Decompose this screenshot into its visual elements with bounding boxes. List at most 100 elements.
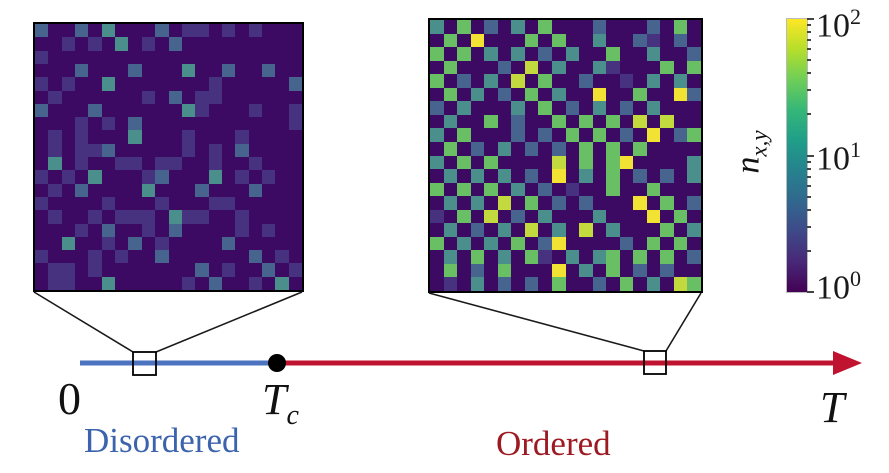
- heatmap-cell: [484, 20, 498, 34]
- heatmap-cell: [128, 50, 142, 64]
- heatmap-cell: [48, 63, 62, 78]
- heatmap-cell: [261, 223, 276, 237]
- heatmap-cell: [606, 250, 620, 264]
- heatmap-cell: [646, 169, 661, 183]
- heatmap-cell: [497, 209, 512, 224]
- heatmap-cell: [195, 250, 209, 264]
- heatmap-cell: [115, 223, 129, 237]
- heatmap-cell: [457, 128, 471, 142]
- heatmap-cell: [660, 263, 674, 278]
- heatmap-cell: [633, 263, 647, 278]
- heatmap-cell: [551, 169, 566, 183]
- heatmap-cell: [195, 236, 209, 251]
- heatmap-cell: [128, 236, 142, 251]
- heatmap-cell: [155, 210, 169, 224]
- heatmap-cell: [457, 196, 471, 210]
- heatmap-cell: [88, 210, 102, 224]
- heatmap-cell: [168, 170, 182, 184]
- heatmap-cell: [75, 50, 89, 64]
- heatmap-cell: [195, 117, 209, 131]
- heatmap-cell: [633, 196, 647, 210]
- heatmap-cell: [619, 47, 634, 61]
- heatmap-cell: [115, 77, 129, 91]
- heatmap-cell: [687, 182, 701, 197]
- heatmap-cell: [261, 130, 276, 144]
- heatmap-cell: [606, 236, 620, 251]
- heatmap-cell: [141, 77, 156, 91]
- heatmap-cell: [61, 250, 76, 264]
- heatmap-cell: [646, 60, 661, 75]
- heatmap-cell: [248, 24, 262, 38]
- heatmap-cell: [551, 196, 566, 210]
- heatmap-cell: [248, 276, 262, 290]
- heatmap-cell: [660, 196, 674, 210]
- heatmap-cell: [660, 87, 674, 102]
- heatmap-cell: [235, 223, 249, 237]
- heatmap-cell: [606, 182, 620, 197]
- heatmap-cell: [208, 90, 222, 104]
- heatmap-cell: [646, 250, 661, 264]
- heatmap-cell: [275, 50, 289, 64]
- heatmap-cell: [261, 50, 276, 64]
- heatmap-cell: [606, 101, 620, 115]
- heatmap-cell: [430, 33, 444, 48]
- heatmap-cell: [221, 263, 236, 277]
- heatmap-cell: [61, 157, 76, 171]
- heatmap-cell: [248, 263, 262, 277]
- heatmap-cell: [221, 63, 236, 78]
- heatmap-cell: [565, 60, 580, 75]
- heatmap-cell: [579, 250, 593, 264]
- heatmap-cell: [48, 236, 62, 251]
- heatmap-cell: [88, 63, 102, 78]
- heatmap-cell: [115, 117, 129, 131]
- heatmap-cell: [88, 130, 102, 144]
- heatmap-cell: [633, 223, 647, 237]
- heatmap-cell: [288, 250, 302, 264]
- heatmap-cell: [524, 141, 539, 156]
- heatmap-cell: [619, 223, 634, 237]
- heatmap-cell: [538, 128, 552, 142]
- heatmap-cell: [35, 223, 49, 237]
- heatmap-cell: [235, 90, 249, 104]
- heatmap-cell: [484, 263, 498, 278]
- heatmap-cell: [687, 141, 701, 156]
- heatmap-cell: [75, 210, 89, 224]
- heatmap-cell: [497, 20, 512, 34]
- heatmap-cell: [579, 60, 593, 75]
- heatmap-cell: [430, 60, 444, 75]
- heatmap-cell: [592, 101, 607, 115]
- heatmap-cell: [48, 250, 62, 264]
- heatmap-cell: [35, 103, 49, 118]
- heatmap-cell: [261, 143, 276, 157]
- heatmap-cell: [181, 50, 196, 64]
- heatmap-cell: [155, 143, 169, 157]
- heatmap-cell: [592, 155, 607, 170]
- heatmap-cell: [497, 277, 512, 291]
- heatmap-cell: [248, 210, 262, 224]
- heatmap-cell: [497, 141, 512, 156]
- heatmap-cell: [61, 276, 76, 290]
- heatmap-cell: [235, 250, 249, 264]
- heatmap-cell: [248, 223, 262, 237]
- heatmap-cell: [524, 60, 539, 75]
- heatmap-cell: [75, 77, 89, 91]
- heatmap-cell: [565, 155, 580, 170]
- heatmap-cell: [181, 90, 196, 104]
- axis-origin-label: 0: [58, 373, 81, 424]
- heatmap-cell: [470, 169, 485, 183]
- heatmap-cell: [484, 277, 498, 291]
- heatmap-cell: [261, 276, 276, 290]
- heatmap-cell: [497, 33, 512, 48]
- heatmap-cell: [235, 103, 249, 118]
- heatmap-cell: [606, 263, 620, 278]
- heatmap-cell: [551, 209, 566, 224]
- heatmap-cell: [511, 141, 525, 156]
- heatmap-cell: [181, 157, 196, 171]
- heatmap-cell: [565, 263, 580, 278]
- heatmap-cell: [75, 183, 89, 197]
- heatmap-cell: [619, 169, 634, 183]
- heatmap-cell: [195, 170, 209, 184]
- heatmap-cell: [168, 250, 182, 264]
- heatmap-cell: [115, 157, 129, 171]
- heatmap-cell: [208, 103, 222, 118]
